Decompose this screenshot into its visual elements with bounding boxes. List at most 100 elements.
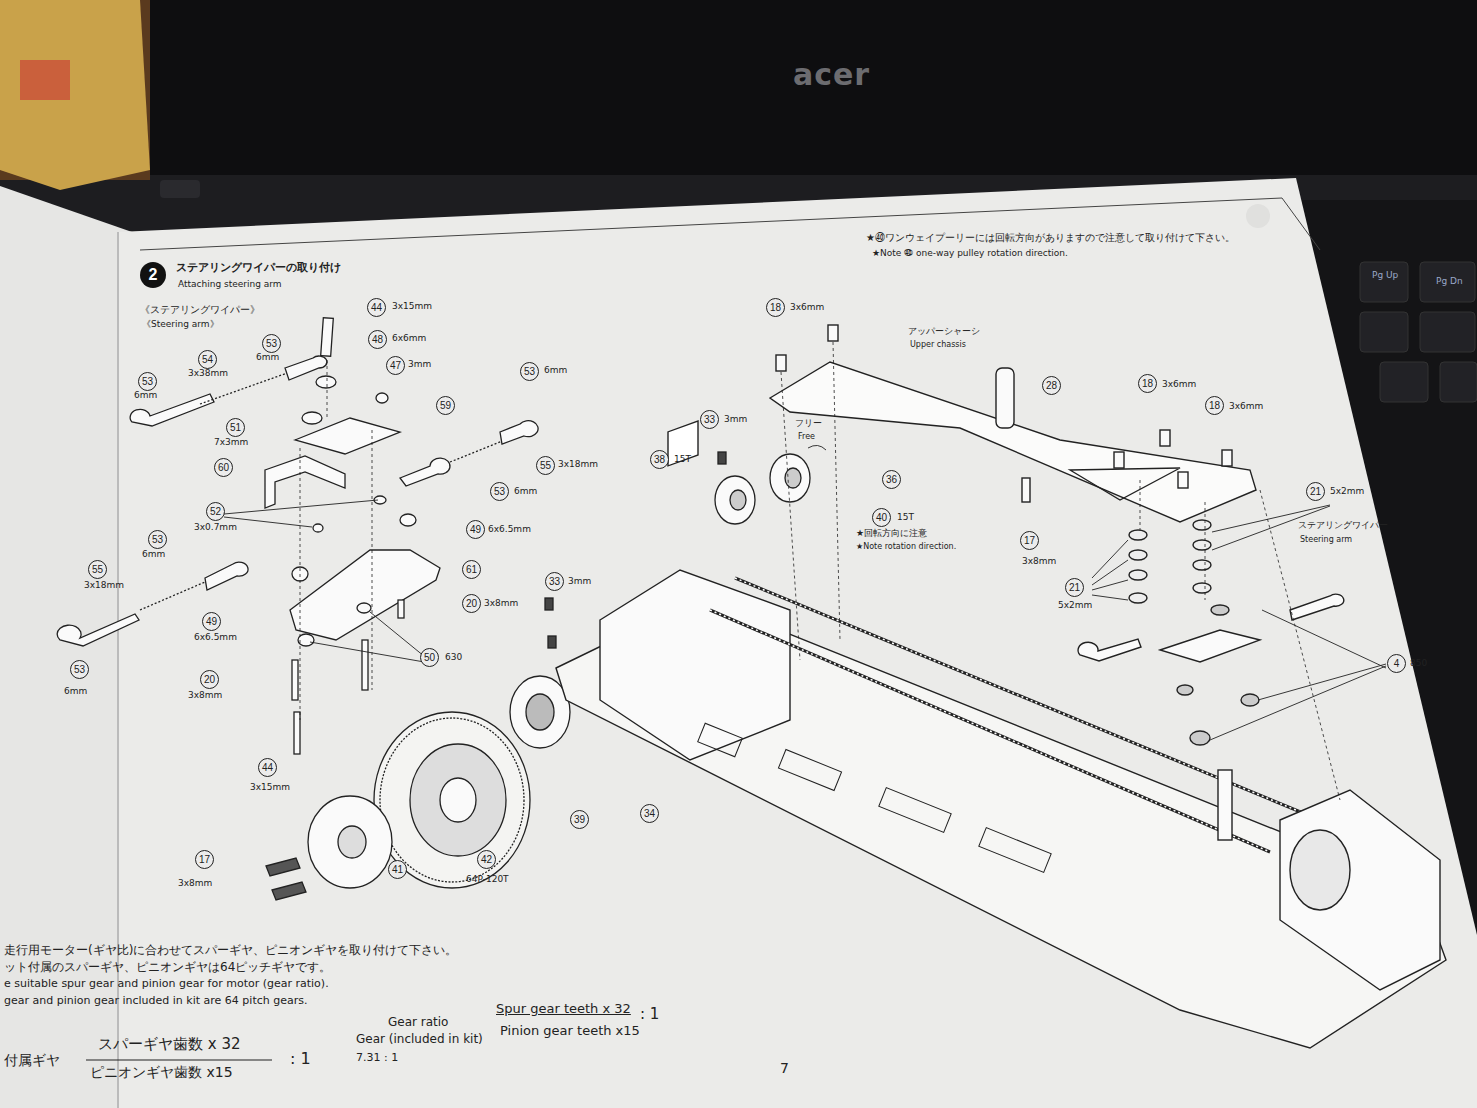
label: 3x15mm (250, 782, 290, 792)
label: スパーギヤ歯数 x 32 (98, 1036, 241, 1053)
label: 3mm (408, 359, 431, 369)
label: 5x2mm (1058, 600, 1092, 610)
label: 《Steering arm》 (142, 319, 219, 329)
callout-number: 53 (148, 530, 167, 549)
label: フリー (795, 418, 822, 428)
callout-number: 18 (766, 298, 785, 317)
callout-number: 53 (138, 372, 157, 391)
callout-number: 48 (368, 330, 387, 349)
label: 630 (445, 652, 462, 662)
label: 5x2mm (1330, 486, 1364, 496)
label: ステアリングワイパー (1298, 520, 1388, 530)
label: 3x18mm (558, 459, 598, 469)
label: 3mm (568, 576, 591, 586)
label: Free (798, 432, 815, 441)
label: : 1 (290, 1050, 311, 1068)
label: Attaching steering arm (178, 279, 282, 289)
leader-lines (781, 342, 1340, 800)
callout-number: 39 (570, 810, 589, 829)
callout-number: 52 (206, 502, 225, 521)
label: 3x8mm (188, 690, 222, 700)
label: 6mm (142, 549, 165, 559)
callout-number: 42 (477, 850, 496, 869)
callout-number: 33 (545, 572, 564, 591)
laptop-screen (150, 0, 1477, 175)
label: 7.31 : 1 (356, 1052, 398, 1065)
label: 3x6mm (1229, 401, 1263, 411)
callout-number: 40 (872, 508, 891, 527)
label: 6mm (256, 352, 279, 362)
callout-number: 61 (462, 560, 481, 579)
callout-number: 54 (198, 350, 217, 369)
callout-number: 41 (388, 860, 407, 879)
label: ★㊵ワンウェイプーリーには回転方向がありますので注意して取り付けて下さい。 (866, 232, 1235, 244)
label: 64P-120T (466, 874, 509, 884)
chassis (556, 421, 1446, 1048)
label: 3x8mm (484, 598, 518, 608)
callout-number: 53 (70, 660, 89, 679)
callout-number: 50 (420, 648, 439, 667)
page-mark (1246, 204, 1270, 228)
leader-lines (300, 360, 372, 720)
label: 6mm (64, 686, 87, 696)
callout-number: 20 (462, 594, 481, 613)
label: 6mm (514, 486, 537, 496)
label: : 1 (640, 1006, 659, 1023)
label: 6mm (134, 390, 157, 400)
callout-number: 4 (1387, 654, 1406, 673)
label: ット付属のスパーギヤ、ピニオンギヤは64ピッチギヤです。 (4, 961, 331, 975)
label: 15T (897, 512, 914, 522)
label: 7x3mm (214, 437, 248, 447)
label: Spur gear teeth x 32 (496, 1002, 631, 1017)
label: Pinion gear teeth x15 (500, 1024, 640, 1039)
callout-number: 18 (1138, 374, 1157, 393)
callout-number: 28 (1042, 376, 1061, 395)
pointer-lines (224, 445, 1386, 740)
callout-number: 17 (195, 850, 214, 869)
key-label: Pg Dn (1436, 276, 1463, 286)
upper-chassis (770, 325, 1256, 603)
label: ★Note rotation direction. (856, 542, 956, 551)
label: 15T (674, 454, 691, 464)
page-frame (140, 198, 1320, 250)
label: ★Note ㊵ one-way pulley rotation directio… (872, 248, 1068, 258)
callout-number: 49 (466, 520, 485, 539)
label: 7 (780, 1060, 789, 1076)
label: 3x6mm (790, 302, 824, 312)
keys (1360, 262, 1477, 402)
label: gear and pinion gear included in kit are… (4, 995, 307, 1008)
label: Gear (included in kit) (356, 1033, 483, 1047)
label: アッパーシャーシ (908, 326, 980, 336)
callout-number: 36 (882, 470, 901, 489)
brand-logo: acer (793, 58, 870, 93)
fraction-lines (86, 1059, 272, 1060)
steering-parts (57, 318, 538, 754)
pulleys (545, 452, 810, 610)
callout-number: 60 (214, 458, 233, 477)
callout-number: 21 (1065, 578, 1084, 597)
key (160, 180, 200, 198)
label: 6x6.5mm (488, 524, 531, 534)
label: 《ステアリングワイパー》 (140, 304, 260, 316)
callout-number: 59 (436, 396, 455, 415)
callout-number: 18 (1205, 396, 1224, 415)
label: 3mm (724, 414, 747, 424)
label: 走行用モーター(ギヤ比)に合わせてスパーギヤ、ピニオンギヤを取り付けて下さい。 (4, 944, 457, 958)
label: 3x18mm (84, 580, 124, 590)
callout-number: 55 (88, 560, 107, 579)
callout-number: 53 (490, 482, 509, 501)
callout-number: 20 (200, 670, 219, 689)
callout-number: 47 (386, 356, 405, 375)
label: 3x6mm (1162, 379, 1196, 389)
red-stamp (20, 60, 70, 100)
label: ピニオンギヤ歯数 x15 (90, 1064, 233, 1080)
callout-number: 49 (202, 612, 221, 631)
label: e suitable spur gear and pinion gear for… (4, 978, 329, 991)
label: 3x8mm (178, 878, 212, 888)
callout-number: 17 (1020, 531, 1039, 550)
callout-number: 44 (258, 758, 277, 777)
label: 6x6mm (392, 333, 426, 343)
callout-number: 53 (262, 334, 281, 353)
label: 3x15mm (392, 301, 432, 311)
